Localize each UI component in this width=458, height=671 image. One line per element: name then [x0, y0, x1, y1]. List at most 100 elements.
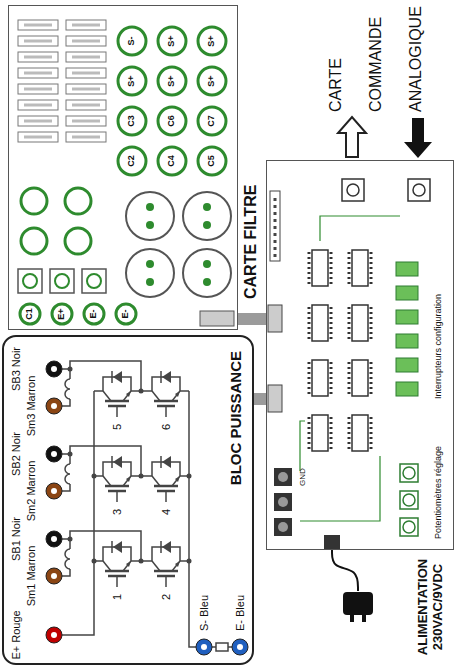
junction-dot: [139, 389, 144, 394]
potentiometer: [400, 518, 418, 536]
input-arrow: [404, 118, 432, 158]
adapter-prong: [362, 614, 366, 622]
capacitor-pad: [203, 221, 211, 229]
igbt-symbol: [152, 541, 180, 587]
inductor-symbol: [65, 549, 70, 569]
dip-switch: [396, 382, 418, 396]
pad-label: C6: [167, 114, 177, 128]
callout-number: 4: [160, 509, 172, 515]
pad-ring: [52, 304, 72, 324]
jack-hole: [278, 522, 288, 532]
terminal-hole: [201, 644, 207, 650]
circuit-wire: [62, 531, 141, 576]
ic-pins: [348, 415, 351, 449]
banana-terminal: [46, 627, 62, 643]
pad-ring: [20, 304, 40, 324]
pad-label: C5: [207, 154, 217, 168]
jack-hole: [278, 472, 288, 532]
junction-dot: [92, 559, 97, 564]
pad-ring: [118, 27, 146, 55]
jack-socket: [274, 468, 292, 486]
terminal-label: SB1 Noir: [10, 517, 22, 561]
dip-switch: [396, 286, 418, 300]
banana-terminal: [232, 639, 248, 655]
terminal-label: Sm1 Marron: [25, 546, 37, 607]
dip-switch: [396, 358, 418, 372]
trimmer: [408, 179, 430, 201]
callout-number: 6: [160, 424, 172, 430]
pad-ring: [158, 67, 186, 95]
callout-number: 1: [111, 594, 123, 600]
capacitor-pad: [146, 260, 154, 268]
ic-pins: [330, 305, 333, 339]
terminal-hole: [51, 488, 57, 494]
capacitor-outline: [183, 249, 231, 297]
pad-label: C7: [207, 114, 217, 128]
dip-switch: [396, 262, 418, 396]
capacitor-pad: [146, 203, 154, 211]
adapter-shape: [340, 591, 376, 623]
ic-pins: [370, 360, 373, 394]
banana-terminal: [46, 531, 62, 547]
ic-package: [312, 250, 328, 286]
inductor-symbol: [65, 379, 70, 399]
ic-pins: [308, 360, 311, 394]
banana-terminal: [46, 361, 248, 655]
terminal-hole: [51, 366, 243, 650]
terminal-hole: [51, 451, 57, 457]
pad-ring: [21, 228, 47, 254]
pin-header: [270, 191, 280, 261]
filter-components: [8, 5, 238, 330]
pad-ring: [84, 304, 104, 324]
banana-terminal: [196, 639, 212, 655]
circuit-wire: [189, 391, 196, 647]
pad-ring: [65, 188, 91, 214]
pad-label: S+: [127, 74, 137, 87]
control-board: Interrupteurs configurationPotentiomètre…: [266, 160, 454, 550]
potentiometer: [403, 467, 415, 479]
dip-switch: [396, 334, 418, 348]
junction-dot: [139, 474, 144, 479]
trimmer: [342, 179, 364, 201]
pad-label: S+: [167, 74, 177, 87]
ic-pins: [348, 360, 351, 394]
pad-ring: [55, 274, 69, 288]
inductor-symbol: [65, 464, 70, 484]
pad-ring: [198, 27, 226, 55]
junction-dot: [139, 559, 144, 564]
potentiometer: [403, 521, 415, 533]
ic-pins: [308, 305, 311, 339]
pad-label: E-: [89, 309, 99, 320]
pad-ring: [118, 67, 146, 95]
jack-hole: [278, 497, 288, 507]
pad-ring: [21, 188, 47, 214]
terminal-hole: [237, 644, 243, 650]
ic-package: [352, 360, 368, 396]
terminal-label: E+ Rouge: [10, 610, 22, 659]
resistor-symbol: [216, 643, 228, 651]
pin-label: GND: [299, 468, 308, 486]
filter-board: CARTE FILTRE: [8, 5, 238, 330]
ic-pins: [309, 250, 371, 449]
igbt-symbol: [103, 456, 131, 502]
circuit-wire: [62, 361, 232, 647]
power-cable: [332, 550, 358, 591]
pad-ring: [87, 274, 101, 288]
banana-terminal: [46, 361, 62, 377]
circuit-wire: [62, 391, 94, 635]
ribbon-connector: [268, 305, 282, 332]
pin-header: [274, 194, 277, 257]
ic-pins: [308, 415, 311, 449]
ribbon-cable: [254, 393, 266, 405]
dip-switch: [396, 310, 418, 324]
ribbon-cable: [238, 313, 266, 325]
pad-label: S+: [167, 34, 177, 47]
banana-terminal: [46, 398, 62, 414]
circuit-wire: [62, 361, 141, 406]
pad-label: C3: [127, 114, 137, 128]
control-components: [266, 160, 454, 550]
potentiometer: [400, 464, 418, 482]
terminal-label: SB2 Noir: [10, 432, 22, 476]
ic-pins: [308, 250, 311, 284]
ic-pins: [330, 250, 333, 284]
